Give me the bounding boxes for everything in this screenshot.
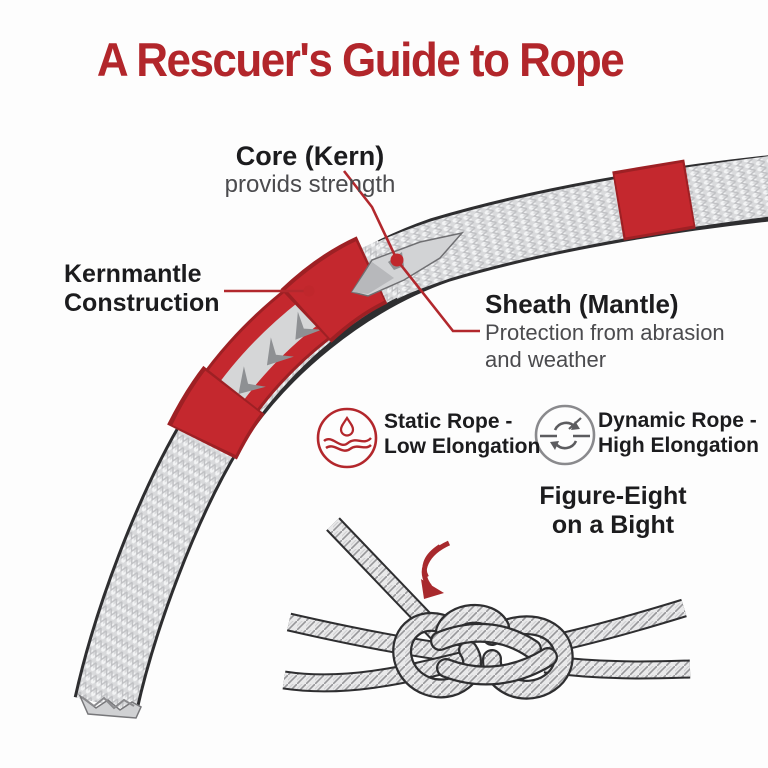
- main-rope: [73, 155, 768, 719]
- red-band-top: [612, 159, 696, 241]
- core-label: Core (Kern) provids strength: [180, 141, 440, 199]
- knot-body: [392, 604, 574, 700]
- kernmantle-label: Kernmantle Construction: [64, 260, 284, 318]
- kernmantle-label-line2: Construction: [64, 289, 220, 317]
- page-title: A Rescuer's Guide to Rope: [96, 34, 625, 87]
- rope-sheath-upper: [370, 156, 768, 300]
- sheath-label: Sheath (Mantle) Protection from abrasion…: [485, 290, 765, 373]
- callout-core-dot: [390, 253, 404, 267]
- dynamic-rope-label: Dynamic Rope - High Elongation: [598, 408, 768, 458]
- callouts: [224, 170, 480, 333]
- rope-frayed-end: [78, 693, 142, 719]
- dynamic-rope-line1: Dynamic Rope -: [598, 409, 757, 432]
- sheath-label-sub2: and weather: [485, 347, 607, 372]
- core-label-subtitle: provids strength: [224, 171, 396, 198]
- figure-eight-line2: on a Bight: [551, 511, 675, 539]
- static-rope-line2: Low Elongation: [384, 435, 541, 458]
- core-label-title: Core (Kern): [235, 141, 385, 171]
- kernmantle-label-line1: Kernmantle: [64, 260, 202, 288]
- curved-down-arrow-icon: [421, 540, 451, 599]
- figure-eight-label: Figure-Eight on a Bight: [523, 482, 703, 540]
- sheath-label-title: Sheath (Mantle): [485, 289, 679, 319]
- figure-eight-line1: Figure-Eight: [539, 482, 687, 510]
- callout-kernmantle-dot: [303, 285, 315, 297]
- circular-arrows-icon: [534, 404, 596, 466]
- static-rope-line1: Static Rope -: [384, 410, 513, 433]
- dynamic-rope-line2: High Elongation: [598, 434, 759, 457]
- figure-eight-knot: [282, 517, 691, 700]
- droplet-wave-icon: [316, 407, 378, 469]
- cutaway-collar: [167, 365, 266, 460]
- kernmantle-cutaway: [167, 231, 465, 460]
- sheath-label-sub1: Protection from abrasion: [485, 320, 725, 345]
- static-rope-label: Static Rope - Low Elongation: [384, 409, 544, 459]
